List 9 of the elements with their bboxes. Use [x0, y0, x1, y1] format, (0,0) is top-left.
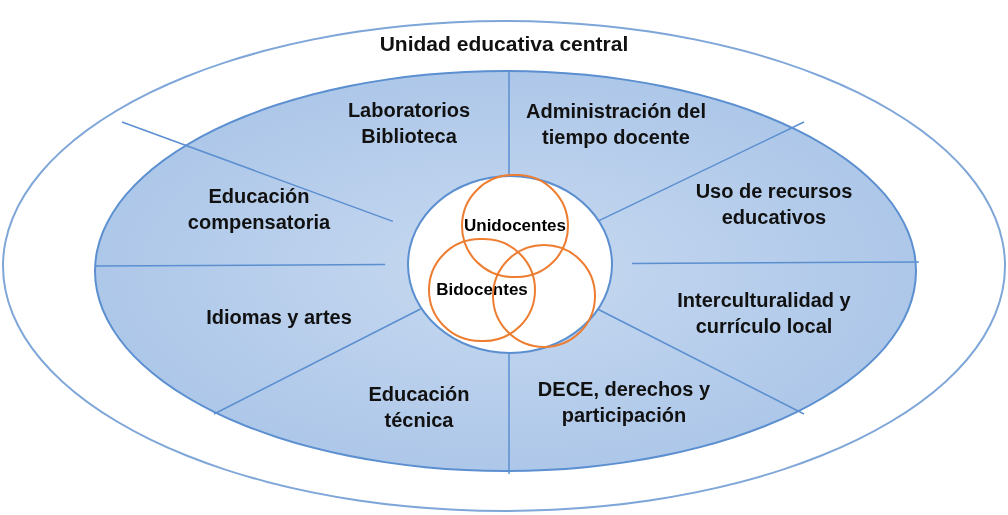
- sector-label: Laboratorios Biblioteca: [314, 96, 504, 150]
- sector-label: Uso de recursos educativos: [684, 164, 864, 244]
- sector-label: Idiomas y artes: [194, 290, 364, 344]
- sector-label: Educación técnica: [339, 380, 499, 434]
- title: Unidad educativa central: [378, 31, 630, 57]
- sector-label: Administración del tiempo docente: [516, 84, 716, 164]
- sector-label: Educación compensatoria: [164, 182, 354, 236]
- sector-label: DECE, derechos y participación: [529, 362, 719, 442]
- sector-label: Interculturalidad y currículo local: [654, 286, 874, 340]
